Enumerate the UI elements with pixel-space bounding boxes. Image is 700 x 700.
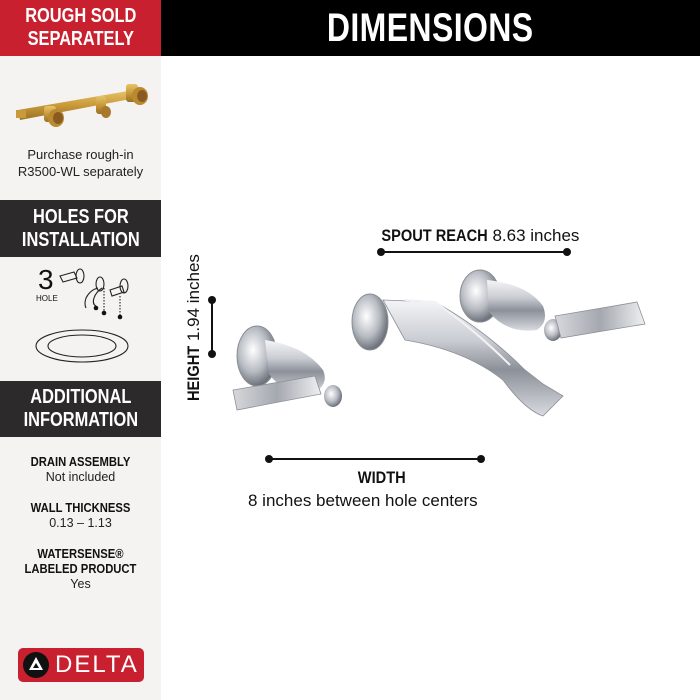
rough-sold-separately-header: ROUGH SOLD SEPARATELY — [0, 0, 161, 56]
rough-in-note: Purchase rough-in R3500-WL separately — [17, 147, 144, 179]
height-line — [211, 300, 213, 354]
additional-information-header: ADDITIONAL INFORMATION — [0, 381, 161, 437]
drain-assembly-info: DRAIN ASSEMBLY Not included — [30, 455, 131, 484]
delta-triangle-logo-icon — [23, 652, 49, 678]
rough-title-line2: SEPARATELY — [27, 28, 134, 50]
dimensions-header: DIMENSIONS — [161, 0, 700, 56]
spout-reach-label: SPOUT REACH 8.63 inches — [381, 226, 580, 245]
brass-rough-in-valve-icon — [16, 84, 148, 127]
holes-for-installation-header: HOLES FOR INSTALLATION — [0, 200, 161, 257]
height-label: HEIGHT 1.94 inches — [184, 254, 203, 402]
three-hole-diagram: 3 HOLE — [28, 266, 136, 366]
hole-label: HOLE — [36, 294, 58, 303]
width-value: 8 inches between hole centers — [248, 491, 478, 510]
delta-wordmark: DELTA — [55, 651, 139, 678]
spout-reach-end-dot — [563, 248, 571, 256]
page-title: DIMENSIONS — [327, 5, 534, 50]
rough-title-line1: ROUGH SOLD — [24, 5, 137, 27]
width-label: WIDTH — [357, 468, 406, 487]
wall-thickness-info: WALL THICKNESS 0.13 – 1.13 — [30, 501, 131, 530]
width-end-dot — [477, 455, 485, 463]
width-line — [269, 458, 481, 460]
hole-diagram-icon — [35, 268, 129, 363]
spout-reach-line — [381, 251, 567, 253]
faucet-product-image — [232, 269, 646, 417]
watersense-info: WATERSENSE® LABELED PRODUCT Yes — [24, 547, 137, 591]
sidebar: ROUGH SOLD SEPARATELY Purchase rough-in … — [0, 0, 161, 700]
hole-count: 3 — [38, 264, 54, 295]
height-bottom-dot — [208, 350, 216, 358]
delta-logo: DELTA — [18, 648, 144, 682]
